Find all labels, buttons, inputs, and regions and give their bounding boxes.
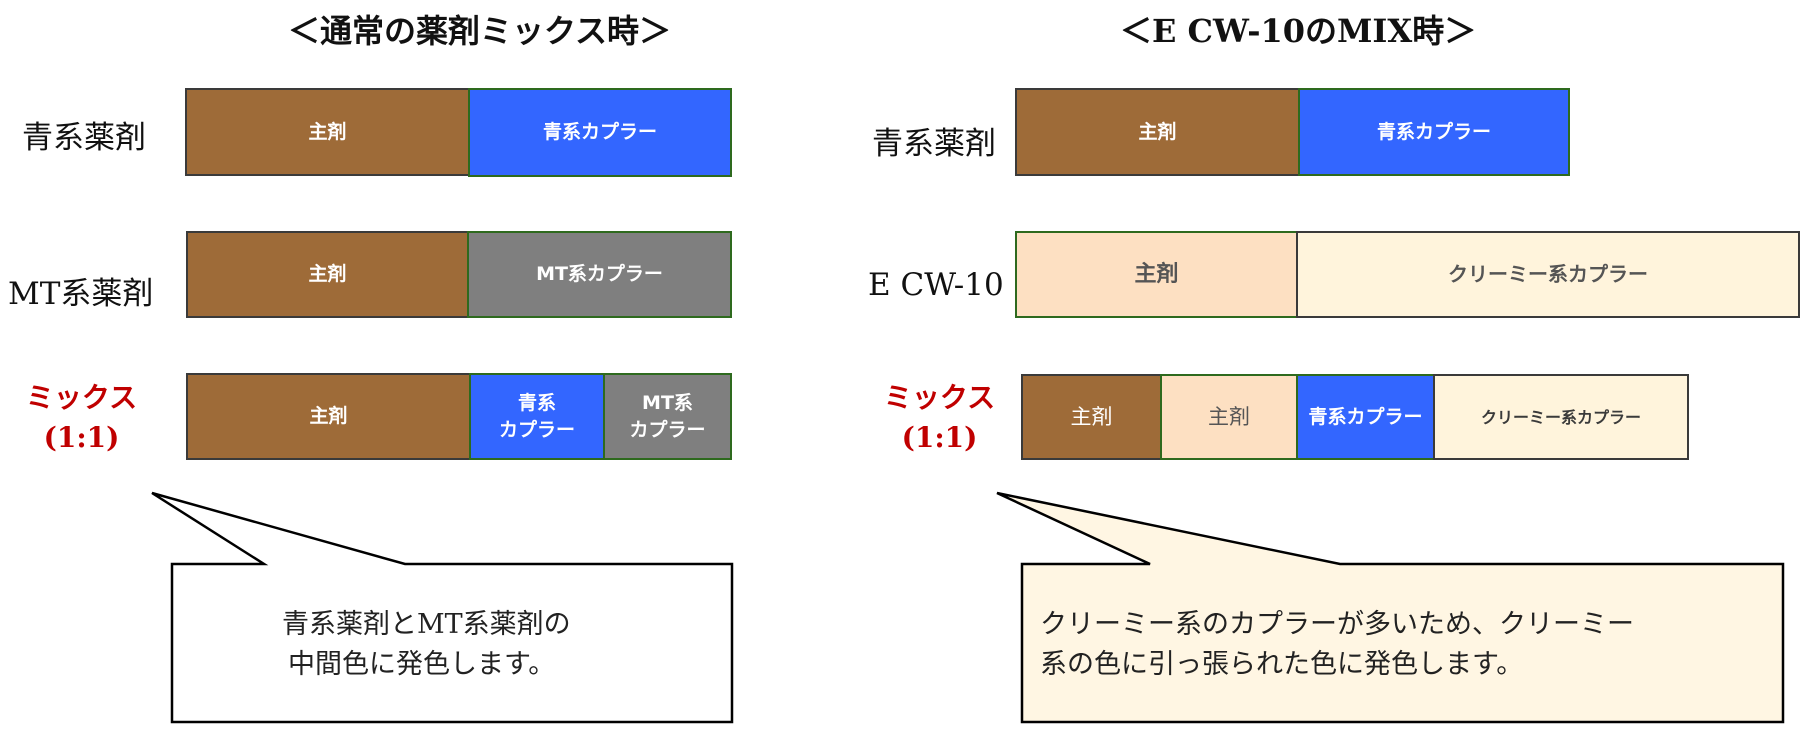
- left-row3-mt-coupler: MT系カプラー: [603, 373, 732, 460]
- left-row1-main-agent: 主剤: [185, 88, 470, 176]
- left-row3-blue-coupler: 青系カプラー: [469, 373, 605, 460]
- left-title: ＜通常の薬剤ミックス時＞: [288, 12, 672, 50]
- right-row1-main-agent: 主剤: [1015, 88, 1300, 176]
- left-row2-main-agent: 主剤: [186, 231, 469, 318]
- right-callout-bubble: [996, 491, 1785, 724]
- right-title: ＜E CW-10のMIX時＞: [1120, 12, 1477, 50]
- left-callout-text: 青系薬剤とMT系薬剤の 中間色に発色します。: [282, 609, 571, 680]
- right-row3-ecw-main-agent: 主剤: [1160, 374, 1298, 460]
- right-row2-label: E CW-10: [868, 267, 1004, 303]
- right-row1-label: 青系薬剤: [872, 126, 996, 162]
- right-row3-blue-coupler: 青系カプラー: [1296, 374, 1435, 460]
- left-row1-blue-coupler: 青系カプラー: [468, 88, 732, 177]
- left-row2-label: MT系薬剤: [8, 276, 154, 312]
- left-row1-label: 青系薬剤: [22, 120, 146, 156]
- right-row3-creamy-coupler: クリーミー系カプラー: [1433, 374, 1689, 460]
- right-row2-creamy-coupler: クリーミー系カプラー: [1296, 231, 1800, 318]
- right-row3-label: ミックス (1:1): [883, 381, 996, 454]
- left-row3-main-agent: 主剤: [186, 373, 471, 460]
- right-row3-main-agent: 主剤: [1021, 374, 1162, 460]
- left-row3-label: ミックス (1:1): [25, 381, 138, 454]
- right-row2-main-agent: 主剤: [1015, 231, 1298, 318]
- right-callout-text: クリーミー系のカプラーが多いため、クリーミー 系の色に引っ張られた色に発色します…: [1040, 609, 1634, 680]
- right-row1-blue-coupler: 青系カプラー: [1298, 88, 1570, 176]
- left-callout-bubble: [151, 491, 734, 724]
- left-row2-mt-coupler: MT系カプラー: [467, 231, 732, 318]
